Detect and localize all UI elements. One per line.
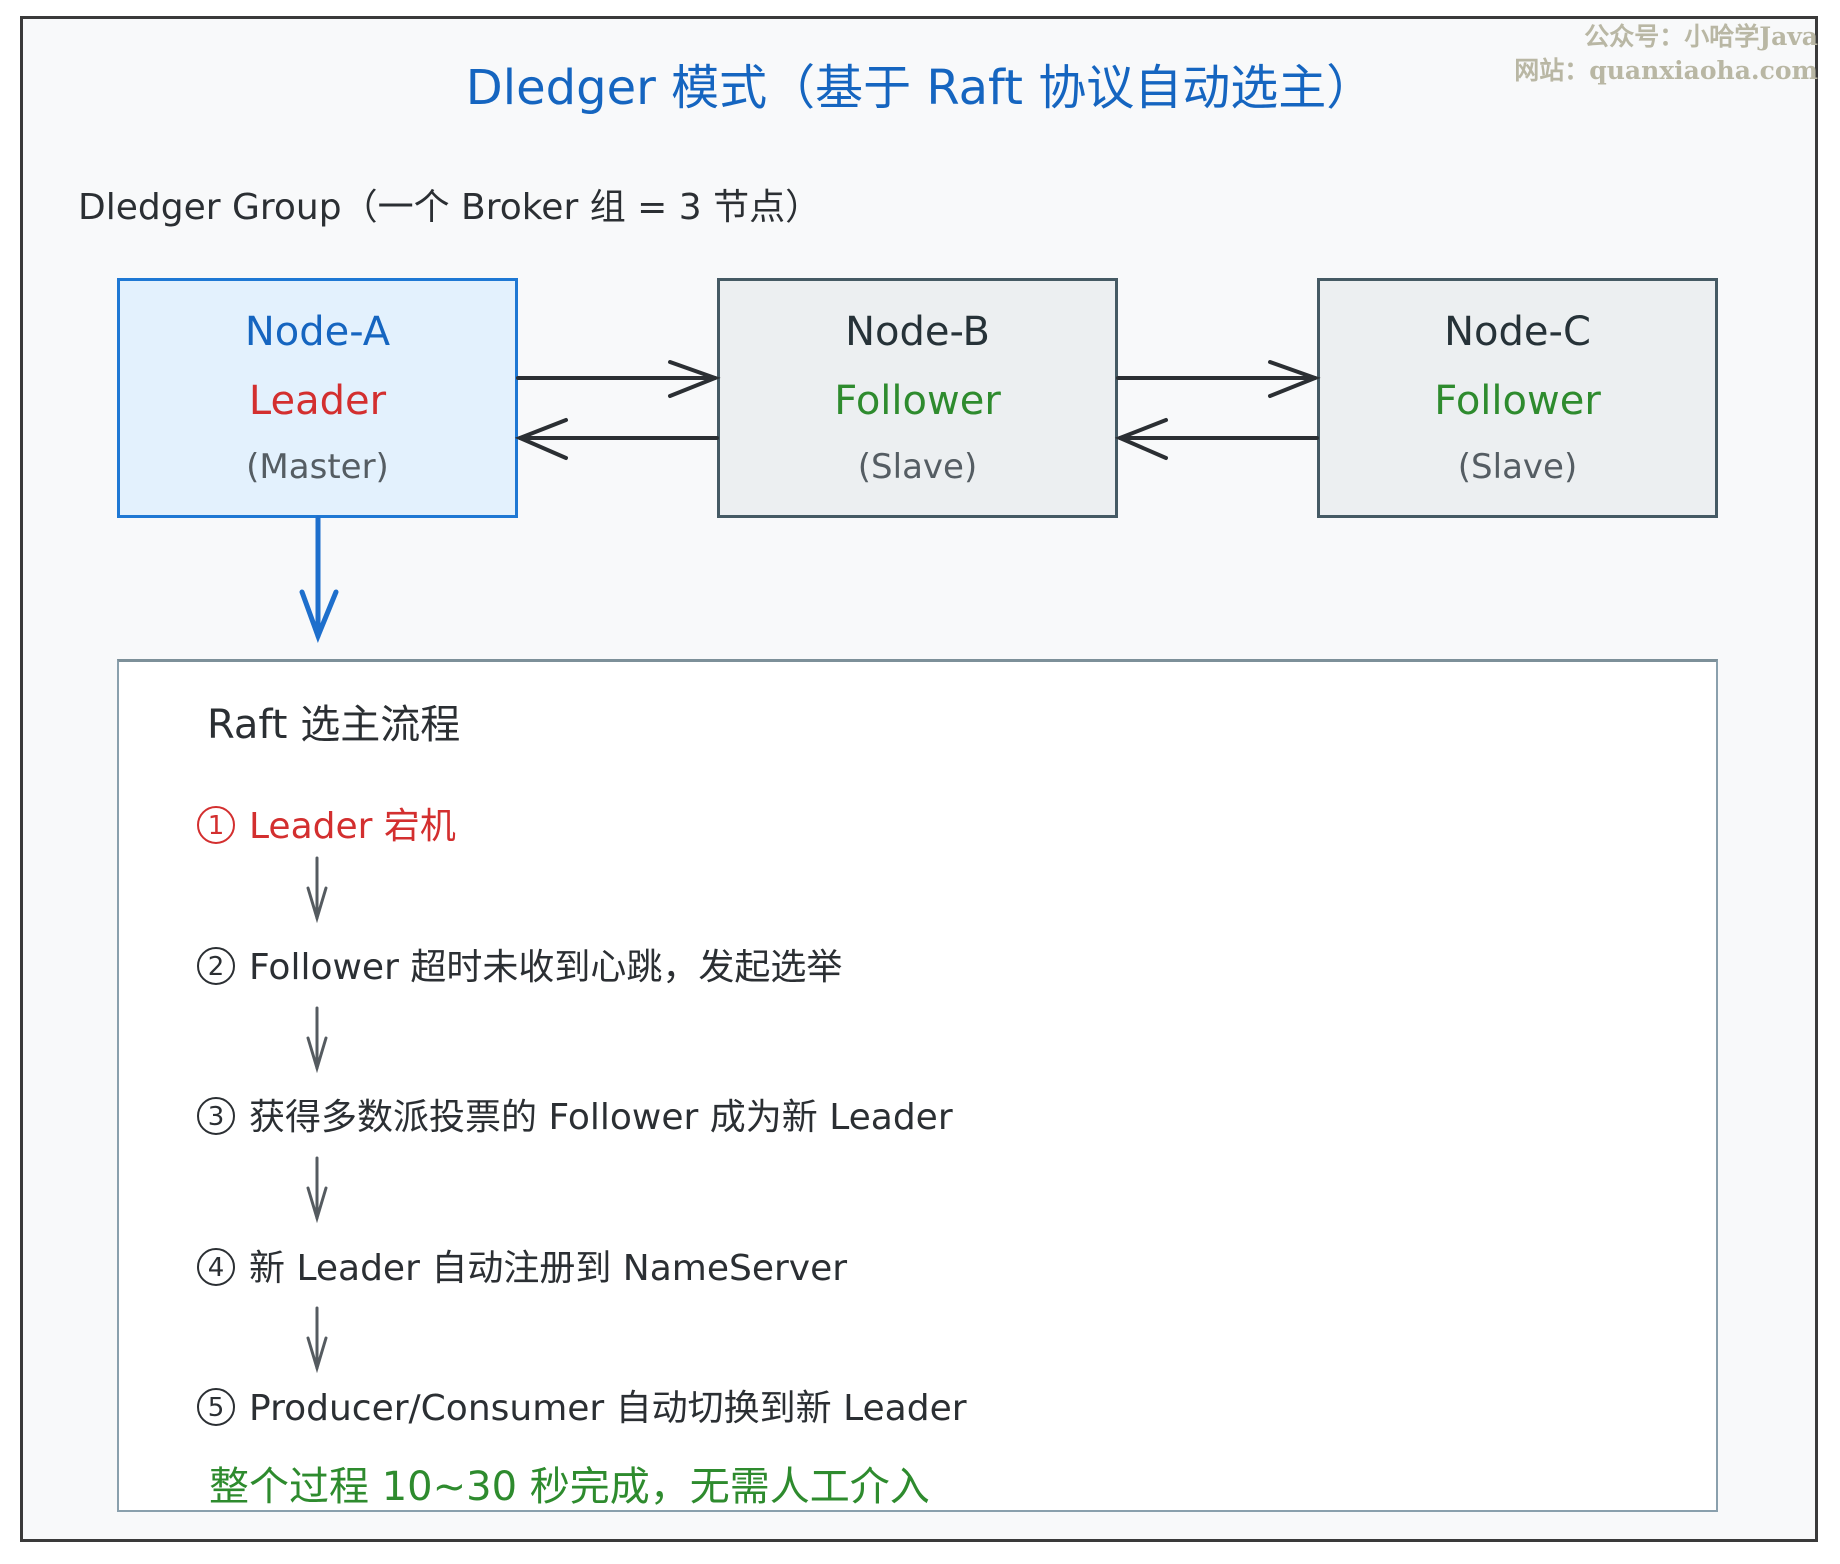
node-alias: (Master) [246,447,389,487]
step-number: 3 [197,1097,235,1135]
step-number: 5 [197,1388,235,1426]
flow-step-1: 1 Leader 宕机 [197,797,456,849]
node-role: Follower [1434,378,1601,424]
node-name: Node-B [845,309,990,355]
step-text: Follower 超时未收到心跳，发起选举 [249,947,843,988]
arrow-leader-to-flow [299,515,339,643]
arrow-c-to-b [1114,418,1319,460]
down-arrow-3 [306,1156,328,1224]
flow-step-5: 5 Producer/Consumer 自动切换到新 Leader [197,1379,967,1431]
node-name: Node-C [1444,309,1591,355]
node-name: Node-A [244,309,391,355]
step-number: 1 [197,806,235,844]
flow-step-2: 2 Follower 超时未收到心跳，发起选举 [197,938,842,990]
step-number: 2 [197,947,235,985]
flow-summary: 整个过程 10~30 秒完成，无需人工介入 [209,1464,930,1510]
watermark-wechat: 公众号：小哈学Java [1584,22,1818,51]
step-text: 新 Leader 自动注册到 NameServer [249,1248,848,1289]
step-number: 4 [197,1248,235,1286]
flow-step-3: 3 获得多数派投票的 Follower 成为新 Leader [197,1088,953,1140]
step-text: Leader 宕机 [249,806,456,847]
down-arrow-4 [306,1306,328,1374]
node-alias: (Slave) [857,447,978,487]
step-text: Producer/Consumer 自动切换到新 Leader [249,1388,967,1429]
down-arrow-2 [306,1006,328,1074]
node-alias: (Slave) [1457,447,1578,487]
group-label: Dledger Group（一个 Broker 组 = 3 节点） [78,187,822,228]
down-arrow-1 [306,856,328,924]
arrow-b-to-c [1116,360,1321,398]
raft-flow-box [117,659,1718,1512]
diagram-title: Dledger 模式（基于 Raft 协议自动选主） [465,60,1375,116]
flow-title: Raft 选主流程 [207,702,461,748]
node-c-box: Node-C Follower (Slave) [1317,278,1718,518]
flow-step-4: 4 新 Leader 自动注册到 NameServer [197,1239,847,1291]
watermark-website: 网站：quanxiaoha.com [1514,56,1818,85]
node-role: Leader [248,378,387,424]
watermark: 公众号：小哈学Java 网站：quanxiaoha.com [1514,20,1818,88]
arrow-a-to-b [516,360,721,398]
node-a-box: Node-A Leader (Master) [117,278,518,518]
node-role: Follower [834,378,1001,424]
step-text: 获得多数派投票的 Follower 成为新 Leader [249,1097,953,1138]
node-b-box: Node-B Follower (Slave) [717,278,1118,518]
arrow-b-to-a [514,418,719,460]
